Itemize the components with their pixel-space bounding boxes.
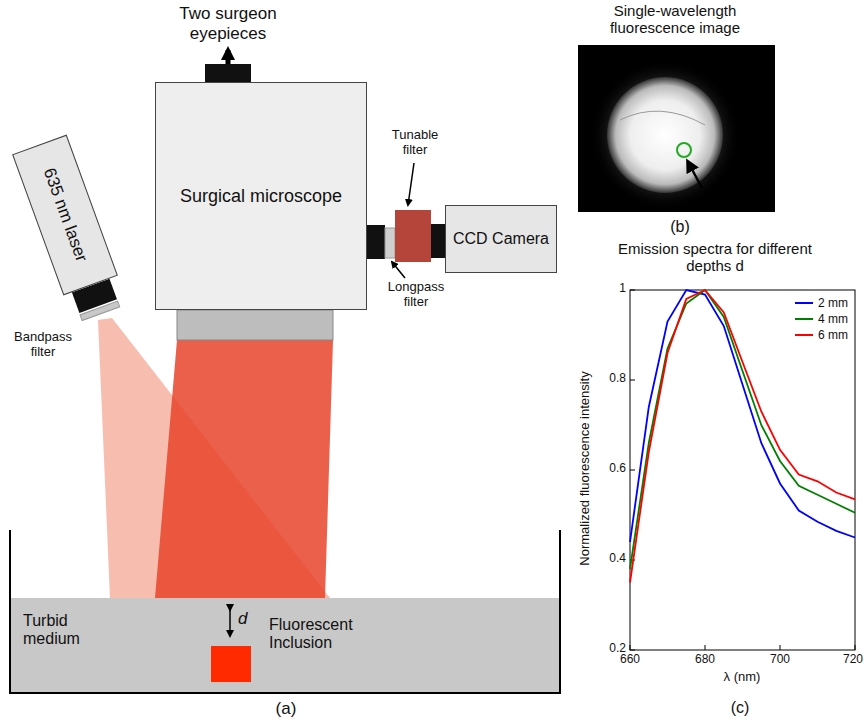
legend-entry: 4 mm	[795, 312, 848, 326]
tick	[780, 645, 781, 650]
text-label: Normalized fluorescence intensity	[578, 338, 593, 598]
text-label: 0.8	[592, 372, 626, 386]
text-label: Longpass filter	[384, 280, 448, 310]
leader-line	[408, 163, 414, 205]
leader-line	[392, 262, 405, 278]
node-label: Turbid medium	[23, 612, 113, 649]
text-label: 1	[592, 282, 626, 296]
spectrum-curve	[630, 290, 855, 583]
tick	[705, 645, 706, 650]
glow-halo	[590, 60, 740, 210]
legend-swatch	[795, 318, 813, 320]
roi-circle	[677, 143, 691, 157]
text-label: Two surgeon eyepieces	[163, 4, 293, 43]
text-label: Tunable filter	[384, 128, 446, 158]
text-label: (c)	[722, 699, 758, 717]
bright-spot	[607, 77, 723, 193]
node-box: 635 nm laser	[12, 135, 118, 296]
text-label: (b)	[662, 218, 698, 236]
text-label: 700	[760, 653, 800, 667]
eyepiece	[205, 64, 251, 82]
node-label: CCD Camera	[453, 230, 549, 248]
plot-frame	[630, 290, 855, 650]
tick	[630, 650, 635, 651]
text-label: (a)	[268, 699, 304, 719]
adapter	[431, 224, 445, 258]
text-label: Emission spectra for different depths d	[615, 240, 815, 275]
legend-text: 6 mm	[818, 328, 848, 342]
node-box: CCD Camera	[445, 205, 557, 273]
texture-line	[620, 111, 705, 125]
text-label: 720	[833, 653, 864, 667]
legend-entry: 2 mm	[795, 296, 848, 310]
medium-fill	[11, 598, 559, 692]
adapter	[367, 225, 385, 259]
tick	[630, 380, 635, 381]
text-label: 660	[610, 653, 650, 667]
longpass-filter	[385, 228, 395, 258]
eyepiece-arrow	[226, 50, 231, 64]
node-box: Fluorescent Inclusion	[211, 646, 251, 682]
microscope-beam	[155, 340, 333, 598]
node-label: Surgical microscope	[180, 186, 342, 207]
spectrum-curve	[630, 290, 855, 569]
curves	[630, 290, 855, 583]
legend-text: 4 mm	[818, 312, 848, 326]
fluorescence-image	[578, 45, 775, 212]
legend-text: 2 mm	[818, 296, 848, 310]
node-label: 635 nm laser	[39, 165, 91, 264]
text-label: 0.4	[592, 552, 626, 566]
spectrum-curve	[630, 290, 855, 542]
depth-arrow	[229, 610, 231, 636]
text-label: 0.6	[592, 462, 626, 476]
tick	[630, 290, 635, 291]
node-label: Fluorescent Inclusion	[269, 616, 364, 653]
bandpass-filter	[80, 301, 120, 320]
legend-swatch	[795, 302, 813, 304]
pointer-arrow	[688, 162, 702, 188]
legend-entry: 6 mm	[795, 328, 848, 342]
objective	[177, 310, 333, 340]
text-label: Single-wavelength fluorescence image	[590, 2, 760, 37]
text-label: 680	[685, 653, 725, 667]
text-label: λ (nm)	[702, 670, 782, 685]
text-label: Bandpass filter	[4, 330, 82, 360]
legend-swatch	[795, 334, 813, 336]
node-box: Surgical microscope	[155, 82, 367, 310]
tick	[855, 645, 856, 650]
tunable-filter	[395, 210, 431, 262]
text-label: d	[238, 609, 254, 629]
tick	[630, 470, 635, 471]
ticks	[630, 290, 855, 650]
tick	[630, 645, 631, 650]
node-box: Turbid mediumFluorescent Inclusion	[11, 598, 559, 692]
